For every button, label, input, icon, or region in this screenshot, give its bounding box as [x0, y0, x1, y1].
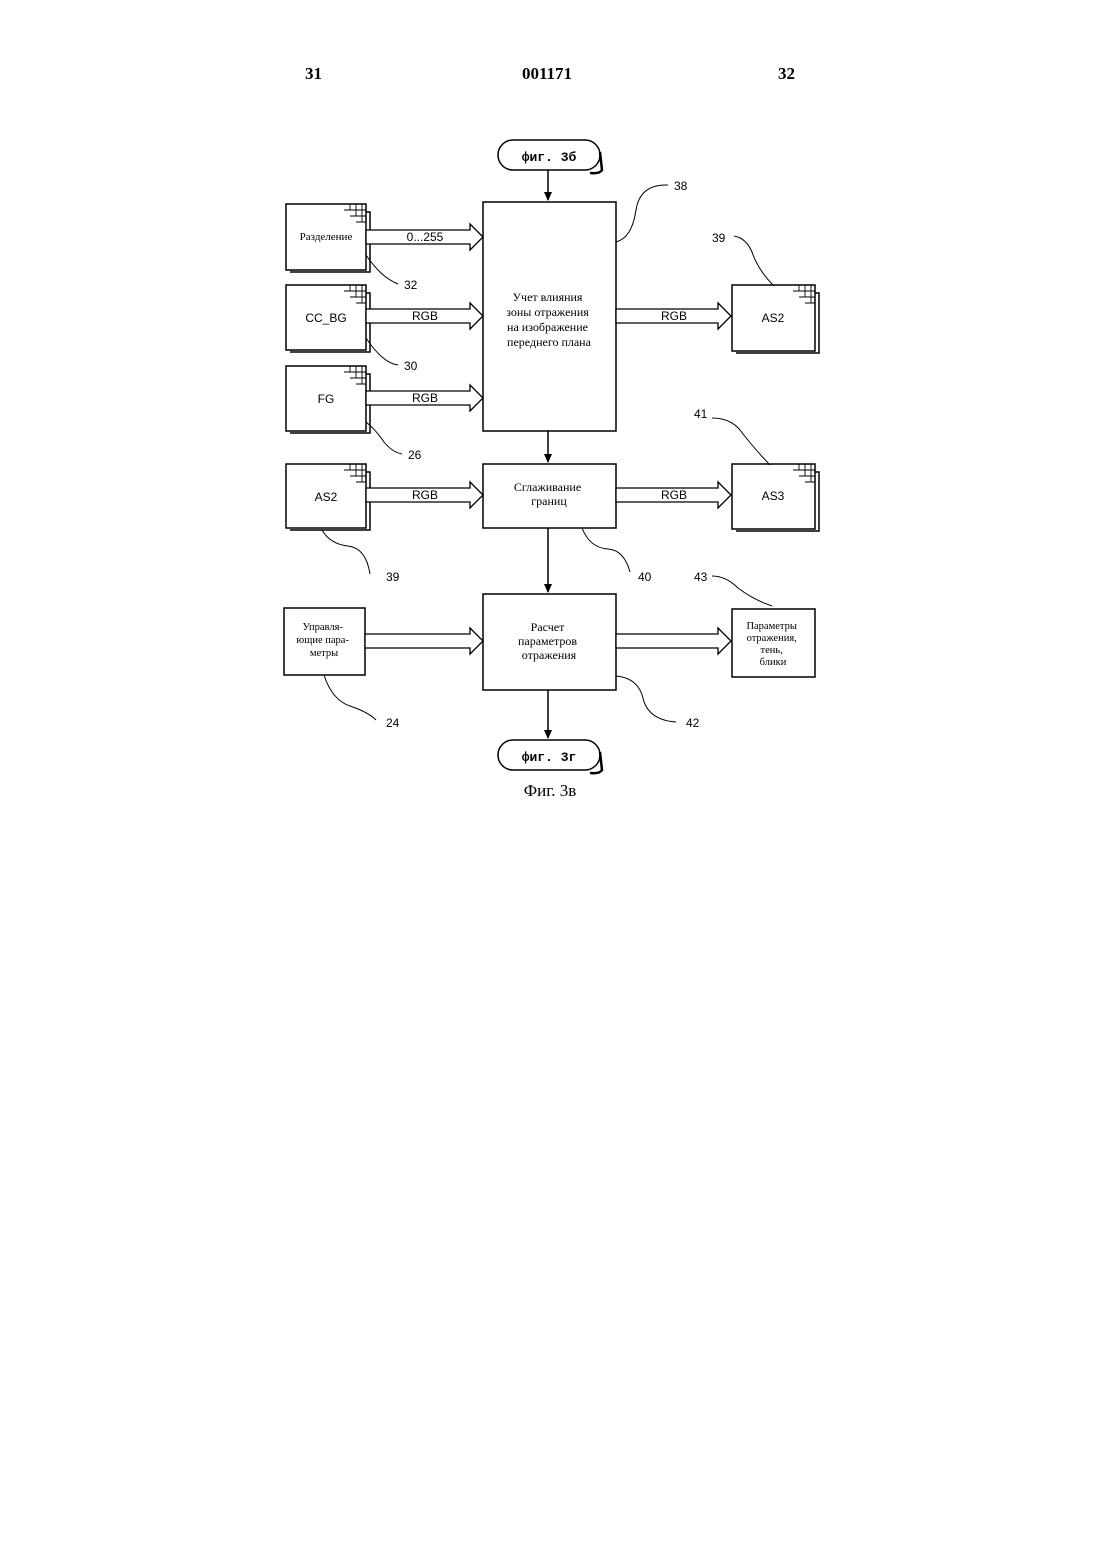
output-as3-label: AS3	[762, 489, 785, 503]
ref-24: 24	[386, 716, 400, 730]
arrow-out-as2-label: RGB	[661, 309, 687, 323]
leader-30	[366, 338, 398, 365]
arrow-split-to-38: 0...255	[366, 224, 483, 250]
arrow-control-to-42	[365, 628, 483, 654]
leader-43	[712, 576, 772, 606]
input-as2-label: AS2	[315, 490, 338, 504]
leader-39-left	[322, 530, 370, 574]
arrow-42-to-params	[616, 628, 731, 654]
input-fg-storage: FG 26	[286, 366, 422, 462]
leader-41	[712, 418, 770, 465]
leader-24	[324, 675, 376, 720]
leader-40	[582, 528, 630, 572]
leader-42	[616, 676, 676, 722]
leader-26	[366, 422, 402, 454]
output-as2-storage: AS2 39	[712, 231, 819, 353]
input-split-label: Разделение	[300, 231, 353, 243]
figure-caption: Фиг. 3в	[0, 781, 1100, 801]
arrow-as2-label: RGB	[412, 488, 438, 502]
output-reflection-params: Параметры отражения, тень, блики 43	[694, 570, 815, 677]
arrow-split-label: 0...255	[407, 230, 444, 244]
arrow-as2-to-40: RGB	[366, 482, 483, 508]
input-fg-label: FG	[318, 392, 335, 406]
connector-bottom: фиг. 3г	[498, 740, 602, 773]
input-ccbg-label: CC_BG	[305, 311, 346, 325]
input-as2-storage: AS2 39	[286, 464, 400, 584]
ref-40: 40	[638, 570, 652, 584]
leader-39-right	[734, 236, 774, 286]
ref-32: 32	[404, 278, 418, 292]
arrow-fg-label: RGB	[412, 391, 438, 405]
input-split-storage: Разделение 32	[286, 204, 418, 292]
ref-26: 26	[408, 448, 422, 462]
input-ccbg-storage: CC_BG 30	[286, 285, 418, 373]
leader-32	[366, 255, 398, 284]
arrow-ccbg-to-38: RGB	[366, 303, 483, 329]
ref-43: 43	[694, 570, 708, 584]
ref-30: 30	[404, 359, 418, 373]
block-40-edge-smoothing: Сглаживание границ 40	[483, 464, 652, 584]
ref-39-left: 39	[386, 570, 400, 584]
block-38-reflection-influence: Учет влияния зоны отражения на изображен…	[483, 179, 688, 431]
output-as2-label: AS2	[762, 311, 785, 325]
ref-39-right: 39	[712, 231, 726, 245]
connector-top-label: фиг. 3б	[522, 150, 577, 165]
connector-top: фиг. 3б	[498, 140, 602, 173]
output-as3-storage: AS3 41	[694, 407, 819, 531]
ref-38: 38	[674, 179, 688, 193]
arrow-out-as3-label: RGB	[661, 488, 687, 502]
arrow-fg-to-38: RGB	[366, 385, 483, 411]
input-control-params: Управля- ющие пара- метры 24	[284, 608, 400, 730]
block-38-text: Учет влияния зоны отражения на изображен…	[506, 290, 592, 349]
arrow-ccbg-label: RGB	[412, 309, 438, 323]
ref-41: 41	[694, 407, 708, 421]
leader-38	[616, 185, 668, 242]
arrow-38-to-as2: RGB	[616, 303, 731, 329]
connector-bottom-label: фиг. 3г	[522, 750, 577, 765]
ref-42: 42	[686, 716, 700, 730]
block-42-reflection-params-calc: Расчет параметров отражения 42	[483, 594, 700, 730]
arrow-40-to-as3: RGB	[616, 482, 731, 508]
